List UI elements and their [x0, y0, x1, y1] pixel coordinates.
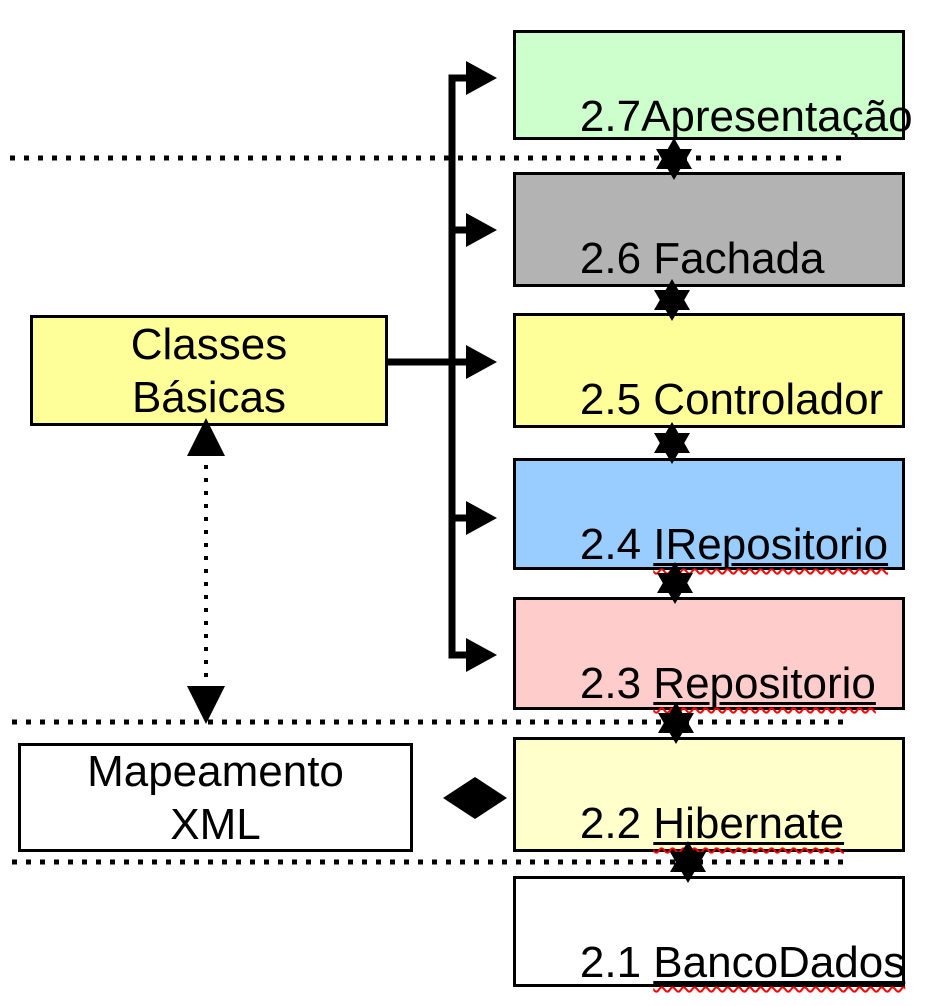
- layer-label: 2.2 Hibernate: [580, 799, 844, 848]
- layer-name: Hibernate: [653, 799, 844, 848]
- layer-label: 2.5 Controlador: [580, 375, 883, 424]
- right-arrowhead-icon-irepositorio: [466, 501, 497, 535]
- right-arrowhead-icon-fachada: [466, 213, 497, 247]
- star-up-triangle-icon: [656, 138, 692, 169]
- misspelled-word: Repositorio: [653, 659, 876, 708]
- classes-basicas-trunk-line: [388, 74, 466, 659]
- classes-basicas-line1: Classes: [130, 319, 288, 369]
- layer-box-irepositorio: 2.4 IRepositorio: [513, 458, 905, 570]
- layer-number: 2.6: [579, 234, 654, 283]
- layer-box-bancodados: 2.1 BancoDados: [513, 876, 905, 987]
- layer-name: Apresentação: [641, 92, 913, 141]
- layer-number: 2.2: [579, 799, 654, 848]
- down-arrowhead-icon: [187, 686, 225, 724]
- right-arrowhead-icon-controlador: [466, 345, 497, 379]
- layer-number: 2.7: [579, 92, 642, 141]
- diamond-connector-icon: [443, 777, 507, 819]
- layer-number: 2.4: [579, 520, 654, 569]
- layer-name: Controlador: [653, 375, 884, 424]
- layer-name: Fachada: [653, 234, 825, 283]
- layer-number: 2.5: [579, 375, 654, 424]
- misspelled-word: Hibernate: [653, 799, 845, 848]
- right-arrowhead-icon-apresentacao: [466, 61, 497, 95]
- layer-box-hibernate: 2.2 Hibernate: [513, 737, 905, 852]
- right-arrowhead-icon-repositorio: [466, 638, 497, 672]
- layer-label: 2.7Apresentação: [580, 92, 913, 141]
- mapeamento-xml-line1: Mapeamento: [87, 746, 344, 796]
- layer-name: Repositorio: [653, 659, 876, 708]
- misspelled-word: BancoDados: [653, 938, 906, 987]
- layer-box-repositorio: 2.3 Repositorio: [513, 597, 905, 710]
- layer-label: 2.4 IRepositorio: [580, 520, 888, 569]
- mapeamento-xml-box: Mapeamento XML: [18, 743, 413, 852]
- layer-label: 2.3 Repositorio: [580, 659, 876, 708]
- classes-basicas-line2: Básicas: [131, 372, 287, 422]
- layer-name: IRepositorio: [653, 520, 888, 569]
- classes-basicas-box: Classes Básicas: [30, 315, 388, 426]
- misspelled-word: IRepositorio: [653, 520, 889, 569]
- layer-box-controlador: 2.5 Controlador: [513, 313, 905, 428]
- layer-name: BancoDados: [653, 938, 905, 987]
- layer-box-apresentacao: 2.7Apresentação: [513, 30, 913, 141]
- layer-label: 2.1 BancoDados: [580, 938, 905, 987]
- layer-box-fachada: 2.6 Fachada: [513, 172, 905, 287]
- layer-number: 2.1: [579, 938, 654, 987]
- layer-number: 2.3: [579, 659, 654, 708]
- layer-label: 2.6 Fachada: [580, 234, 825, 283]
- mapeamento-xml-line2: XML: [170, 799, 261, 849]
